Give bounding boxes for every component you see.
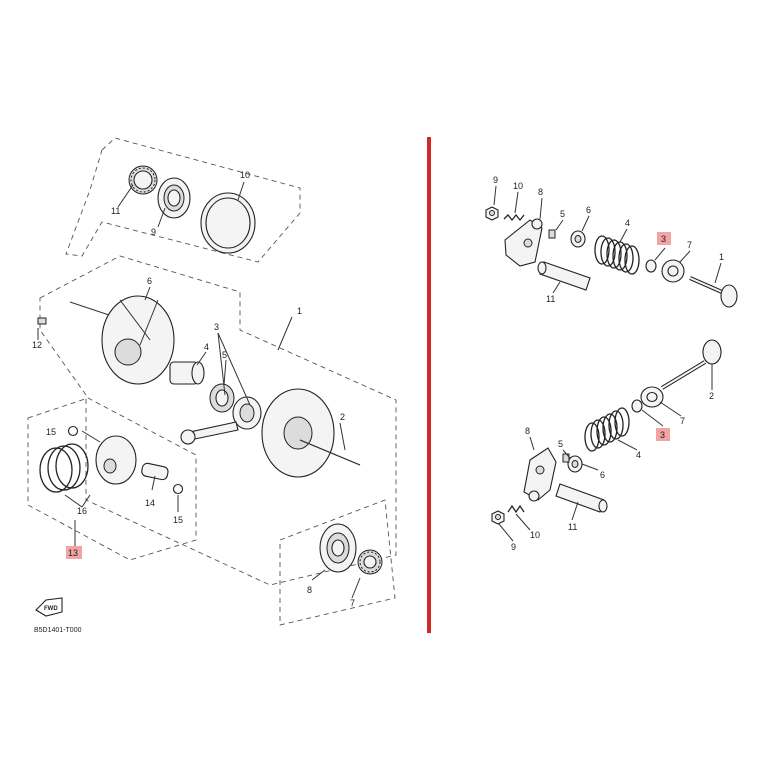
connecting-rod	[180, 396, 262, 445]
left-leader-lines	[37, 181, 361, 599]
bottom-rocker-arm	[523, 447, 557, 502]
callout-bottom-6: 6	[600, 470, 605, 480]
top-valve-stem-seal	[570, 230, 586, 248]
callout-bottom-8: 8	[525, 426, 530, 436]
drive-gear	[128, 165, 158, 195]
woodruff-key	[37, 317, 47, 325]
callout-15-lower: 15	[173, 515, 183, 525]
bottom-rocker-shaft	[555, 483, 608, 513]
callout-top-8: 8	[538, 187, 543, 197]
piston	[95, 435, 137, 485]
callout-6: 6	[147, 276, 152, 286]
bottom-valve-stem-seal	[567, 455, 583, 473]
crank-bearing-group-outline	[65, 137, 301, 263]
crankshaft-left-half	[69, 295, 175, 385]
callout-10: 10	[240, 170, 250, 180]
top-valve	[689, 276, 738, 308]
drawing-code: B5D1401-T000	[34, 627, 82, 634]
bottom-valve	[660, 339, 722, 390]
callout-top-3: 3	[661, 234, 666, 244]
callout-top-11: 11	[546, 294, 555, 304]
highlight-bottom-3	[656, 428, 670, 441]
highlight-13	[66, 546, 82, 559]
top-valve-spring	[594, 235, 640, 275]
callout-top-4: 4	[625, 218, 630, 228]
callout-top-6: 6	[586, 205, 591, 215]
oil-seal	[200, 192, 256, 254]
forward-arrow-icon: FWD	[35, 597, 63, 617]
top-cotter	[548, 229, 556, 239]
callout-bottom-9: 9	[511, 542, 516, 552]
panel-divider	[427, 137, 431, 633]
callout-bottom-2: 2	[709, 391, 714, 401]
callout-bottom-4: 4	[636, 450, 641, 460]
forward-arrow-label: FWD	[44, 606, 58, 612]
crank-pin	[169, 361, 205, 385]
callout-4: 4	[204, 342, 209, 352]
callout-8: 8	[307, 585, 312, 595]
right-bearing-group-outline	[279, 499, 396, 626]
callout-3: 3	[214, 322, 219, 332]
callout-bottom-5: 5	[558, 439, 563, 449]
piston-circlip-lower	[172, 483, 184, 495]
crankshaft-right-half	[261, 388, 361, 478]
top-spring-seat	[661, 259, 685, 283]
piston-group-outline	[27, 397, 197, 561]
needle-bearing	[209, 383, 235, 413]
piston-circlip-upper	[67, 425, 79, 437]
primary-gear	[357, 549, 383, 575]
bottom-spring-seat	[640, 386, 664, 408]
top-nut	[485, 206, 499, 221]
callout-12: 12	[32, 340, 42, 350]
bottom-adjust-screw	[507, 504, 525, 514]
top-rocker-arm	[504, 218, 543, 267]
callout-9: 9	[151, 227, 156, 237]
callout-bottom-10: 10	[530, 530, 540, 540]
callout-15-upper: 15	[46, 427, 56, 437]
top-rocker-shaft	[537, 261, 591, 291]
callout-11: 11	[111, 206, 120, 216]
callout-bottom-3: 3	[660, 430, 665, 440]
piston-ring-set	[39, 443, 89, 493]
callout-top-7: 7	[687, 240, 692, 250]
bottom-valve-spring	[584, 407, 630, 452]
callout-1: 1	[297, 306, 302, 316]
right-leader-lines	[493, 185, 722, 542]
callout-top-9: 9	[493, 175, 498, 185]
callout-13: 13	[68, 548, 78, 558]
callout-2: 2	[340, 412, 345, 422]
right-panel-valve-train: 9 10 8 5 6 4 3 7 1 11 2 7 3 4 5 6 8 11 1…	[485, 175, 738, 552]
piston-pin	[141, 462, 169, 481]
crank-assembly-group-outline	[39, 255, 397, 586]
bottom-nut	[491, 510, 505, 525]
callout-top-5: 5	[560, 209, 565, 219]
callout-14: 14	[145, 498, 155, 508]
bottom-valve-retainer	[631, 399, 643, 413]
callout-16: 16	[77, 506, 87, 516]
callout-top-10: 10	[513, 181, 523, 191]
callout-bottom-11: 11	[568, 522, 577, 532]
callout-5: 5	[222, 350, 227, 360]
crank-bearing-left	[157, 177, 191, 219]
crank-bearing-right	[319, 523, 357, 573]
left-panel-crankshaft: 1 2 3 4 5 6 7 8 9 10 11 12 13 14 15 15 1…	[27, 137, 397, 634]
callout-top-1: 1	[719, 252, 724, 262]
callout-7: 7	[350, 598, 355, 608]
top-valve-retainer	[645, 259, 657, 273]
callout-bottom-7: 7	[680, 416, 685, 426]
top-adjust-screw	[503, 213, 525, 222]
highlight-top-3	[657, 232, 671, 245]
